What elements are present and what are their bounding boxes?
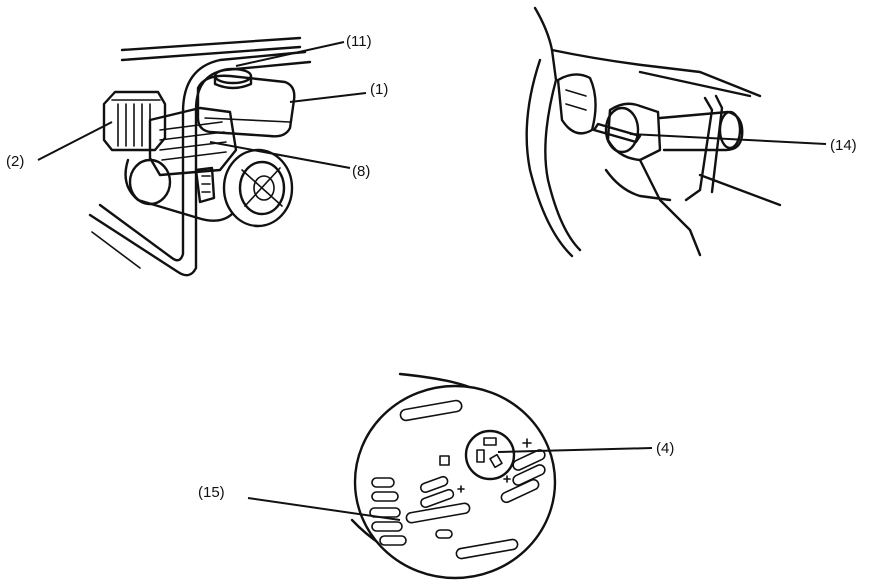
callout-4: (4) xyxy=(656,440,674,457)
callout-14: (14) xyxy=(830,137,857,154)
leader-1 xyxy=(289,92,367,103)
engine-illustration xyxy=(88,36,312,277)
leader-11 xyxy=(235,41,345,67)
callout-1: (1) xyxy=(370,81,388,98)
callout-11: (11) xyxy=(346,33,372,50)
fuel-valve-illustration xyxy=(525,6,782,258)
leader-14 xyxy=(629,133,827,145)
leader-15 xyxy=(247,497,401,521)
callout-2: (2) xyxy=(6,153,24,170)
leader-8 xyxy=(209,141,351,169)
callout-15: (15) xyxy=(198,484,225,501)
leader-4 xyxy=(497,447,653,453)
callout-8: (8) xyxy=(352,163,370,180)
outlet-panel-illustration xyxy=(350,372,557,580)
leader-2 xyxy=(37,121,113,161)
